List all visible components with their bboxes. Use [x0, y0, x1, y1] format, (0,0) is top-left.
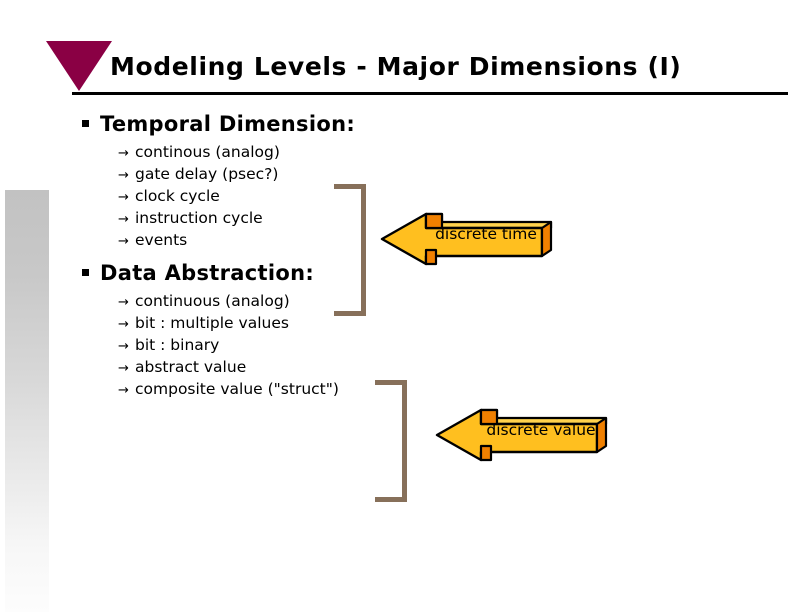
list-item-label: bit : binary — [135, 336, 220, 354]
arrow-right-icon: → — [118, 295, 129, 310]
list-item-label: bit : multiple values — [135, 314, 289, 332]
section-heading-row: Data Abstraction: — [82, 261, 339, 285]
square-bullet-icon — [82, 120, 89, 127]
list-item-label: continuous (analog) — [135, 292, 290, 310]
list-item-label: clock cycle — [135, 187, 220, 205]
triangle-down-icon — [46, 41, 112, 91]
list-item: → clock cycle — [118, 185, 355, 207]
list-item: → events — [118, 229, 355, 251]
arrow-right-icon: → — [118, 212, 129, 227]
section-title: Temporal Dimension: — [100, 112, 356, 136]
temporal-dimension-list: → continous (analog) → gate delay (psec?… — [82, 141, 355, 251]
bracket-data — [375, 380, 407, 502]
block-arrow-left-icon — [380, 212, 553, 266]
list-item: → composite value ("struct") — [118, 378, 339, 400]
arrow-right-icon: → — [118, 168, 129, 183]
list-item-label: instruction cycle — [135, 209, 263, 227]
list-item-label: composite value ("struct") — [135, 380, 339, 398]
block-arrow-left-icon — [435, 408, 608, 462]
list-item: → bit : multiple values — [118, 312, 339, 334]
section-title: Data Abstraction: — [100, 261, 315, 285]
list-item: → abstract value — [118, 356, 339, 378]
arrow-right-icon: → — [118, 317, 129, 332]
section-temporal-dimension: Temporal Dimension: → continous (analog)… — [82, 112, 355, 251]
square-bullet-icon — [82, 269, 89, 276]
list-item: → gate delay (psec?) — [118, 163, 355, 185]
arrow-right-icon: → — [118, 234, 129, 249]
arrow-right-icon: → — [118, 361, 129, 376]
bracket-temporal — [334, 184, 366, 316]
list-item: → continous (analog) — [118, 141, 355, 163]
list-item: → instruction cycle — [118, 207, 355, 229]
list-item: → bit : binary — [118, 334, 339, 356]
list-item: → continuous (analog) — [118, 290, 339, 312]
title-divider — [72, 92, 788, 95]
data-abstraction-list: → continuous (analog) → bit : multiple v… — [82, 290, 339, 400]
sidebar-gradient-bar — [5, 190, 49, 612]
list-item-label: gate delay (psec?) — [135, 165, 279, 183]
arrow-right-icon: → — [118, 383, 129, 398]
callout-discrete-time: discrete time — [374, 206, 564, 268]
callout-discrete-value: discrete value — [429, 402, 619, 464]
list-item-label: continous (analog) — [135, 143, 280, 161]
list-item-label: events — [135, 231, 188, 249]
arrow-right-icon: → — [118, 146, 129, 161]
section-heading-row: Temporal Dimension: — [82, 112, 355, 136]
arrow-right-icon: → — [118, 339, 129, 354]
arrow-right-icon: → — [118, 190, 129, 205]
section-data-abstraction: Data Abstraction: → continuous (analog) … — [82, 261, 339, 400]
page-title: Modeling Levels - Major Dimensions (I) — [110, 52, 682, 81]
list-item-label: abstract value — [135, 358, 247, 376]
